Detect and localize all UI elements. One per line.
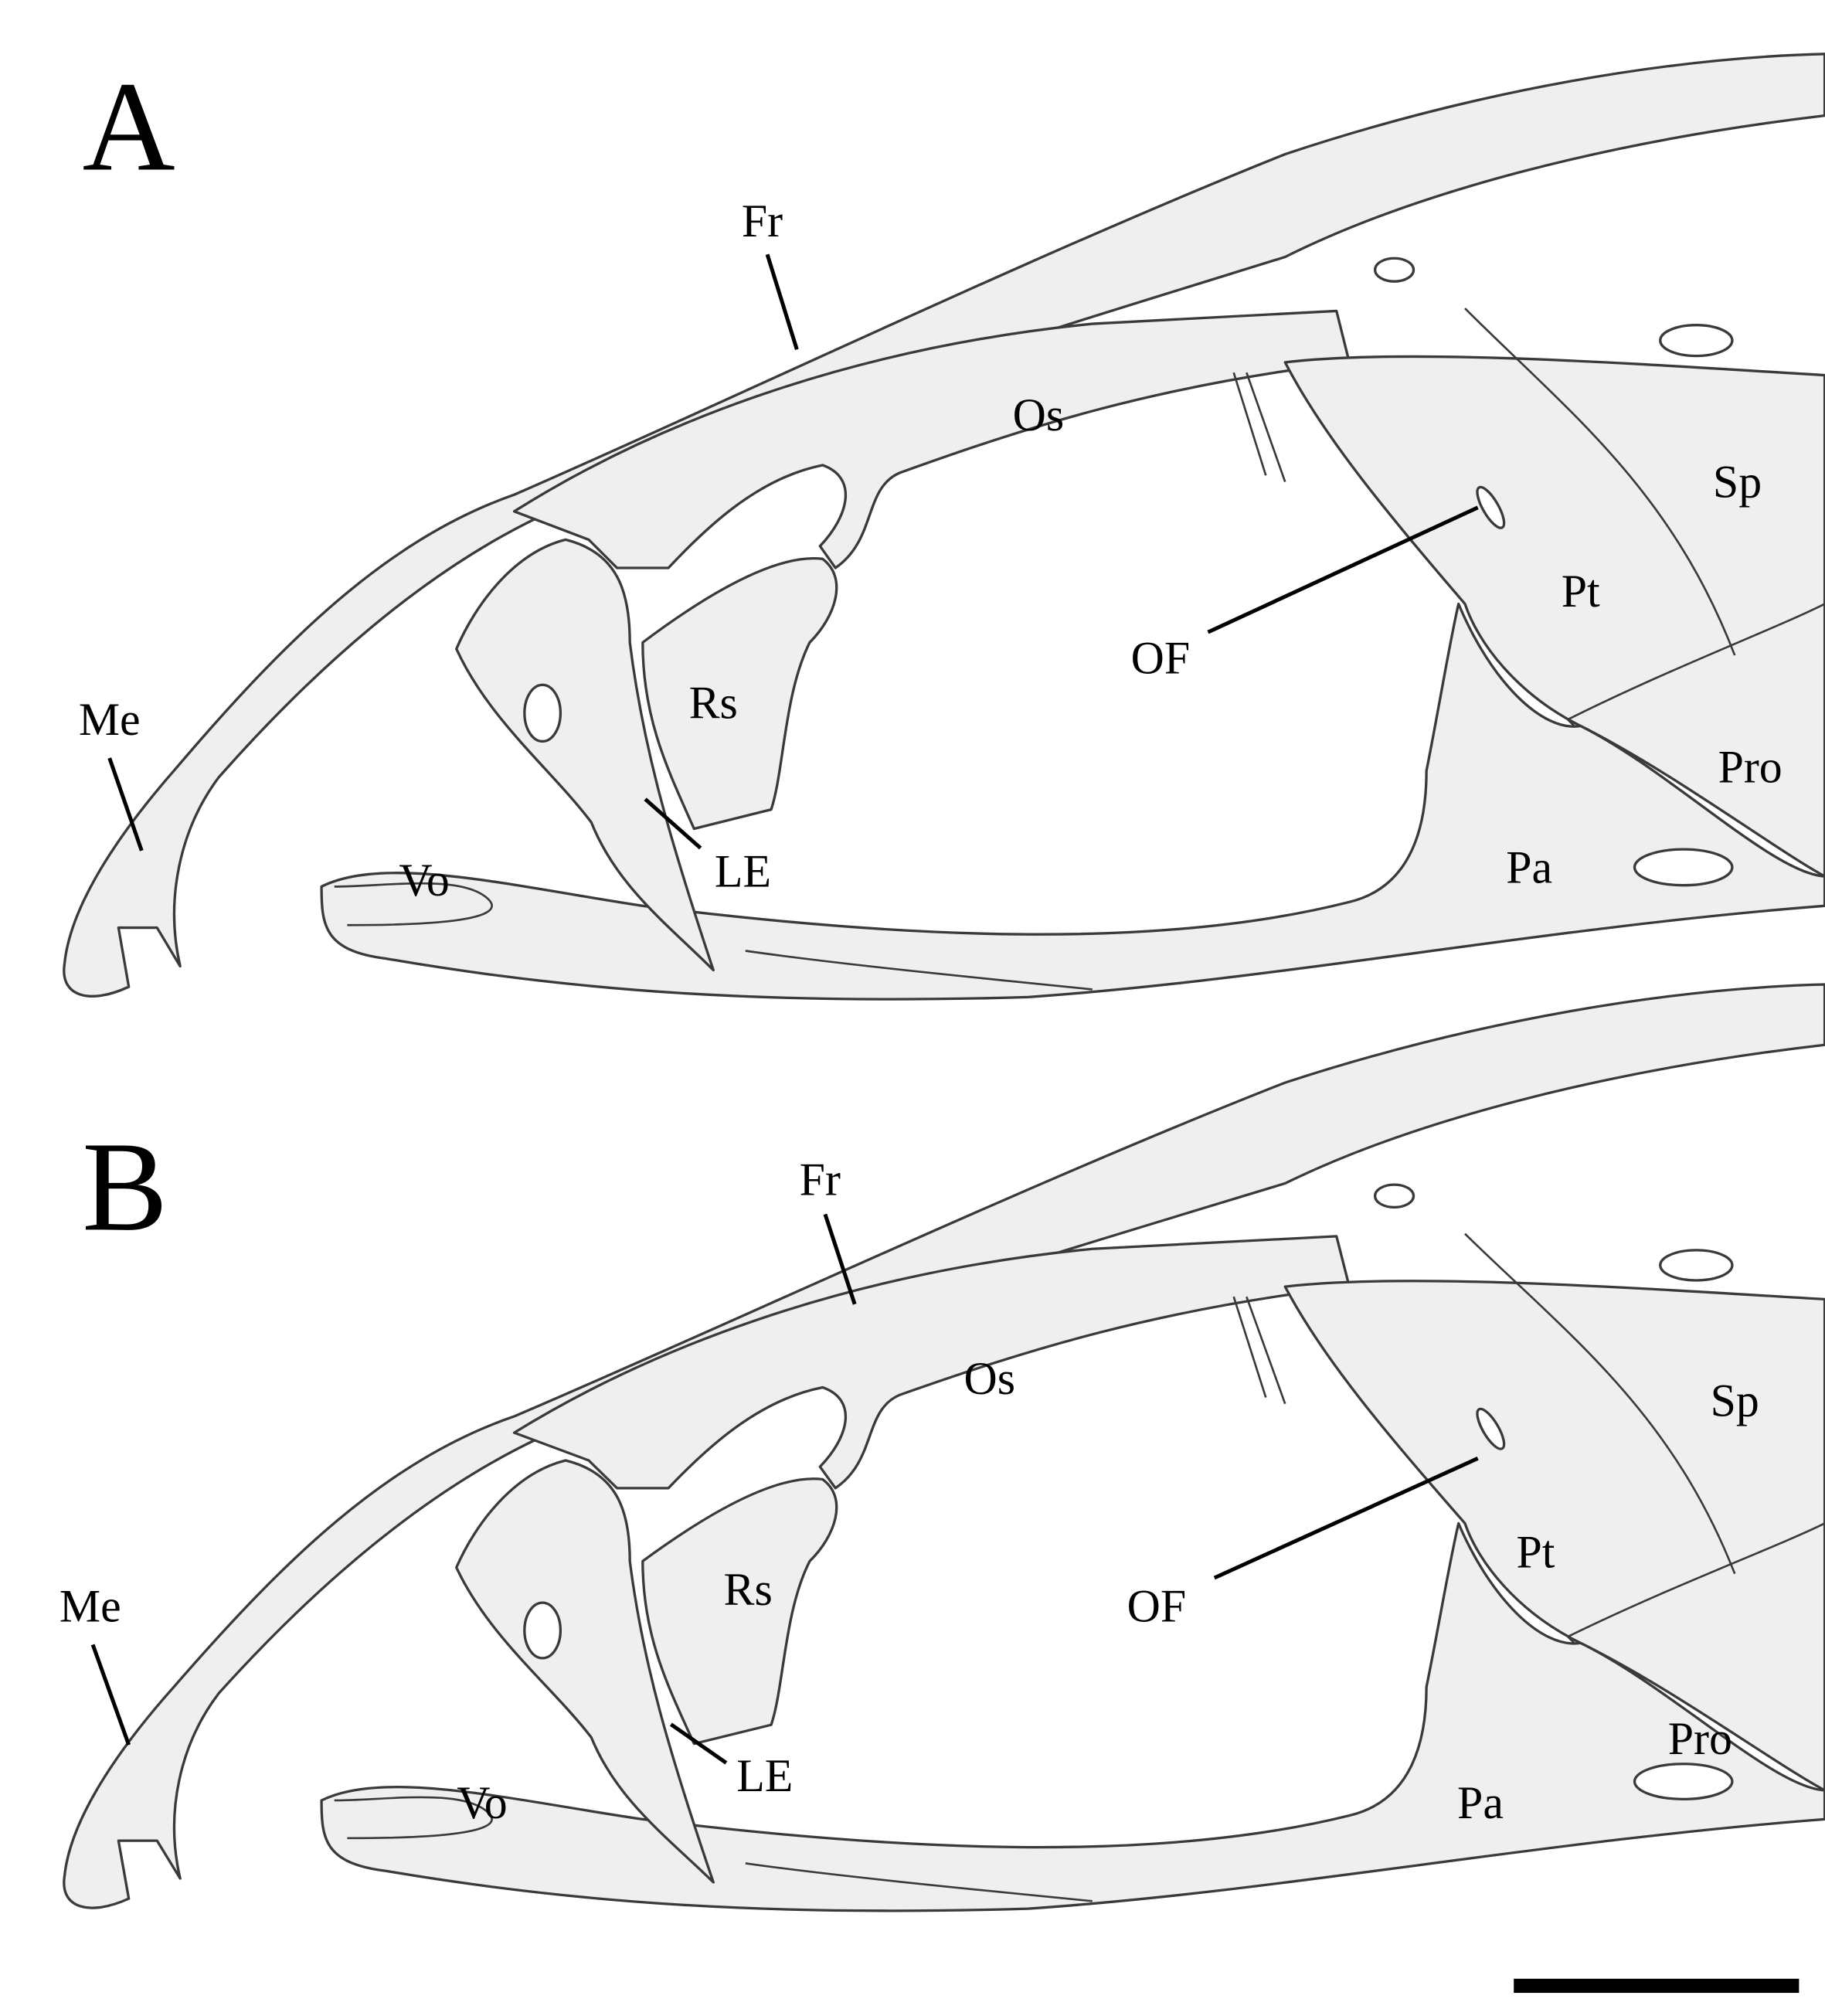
leader-fr	[765, 253, 799, 351]
label-pro: Pro	[1718, 742, 1783, 793]
label-rs: Rs	[724, 1564, 773, 1615]
label-me: Me	[59, 1581, 121, 1632]
label-of: OF	[1131, 632, 1191, 683]
leader-le	[644, 797, 702, 850]
scale-bar	[1514, 1978, 1800, 1994]
label-sp: Sp	[1711, 1375, 1759, 1426]
leader-le	[669, 1722, 728, 1765]
leader-fr	[823, 1213, 857, 1305]
label-le: LE	[715, 845, 771, 896]
label-le: LE	[736, 1750, 793, 1801]
label-os: Os	[964, 1353, 1016, 1404]
label-me: Me	[79, 694, 141, 745]
panel-letter-a: A	[83, 55, 175, 197]
label-vo: Vo	[457, 1777, 507, 1828]
label-fr: Fr	[800, 1154, 841, 1205]
leader-me	[90, 1644, 131, 1746]
panel-b: B Fr Os Sp Pt OF Rs Me LE Vo Pa Pro	[59, 983, 1825, 1912]
label-os: Os	[1013, 389, 1065, 440]
panel-letter-b: B	[82, 1115, 168, 1257]
label-pa: Pa	[1457, 1777, 1504, 1828]
skull-drawing-a	[63, 53, 1825, 1001]
label-pt: Pt	[1562, 566, 1600, 617]
label-pt: Pt	[1517, 1527, 1555, 1578]
leader-of	[1207, 505, 1479, 634]
panel-a: A Fr Os Sp Pt OF Rs Me LE Vo Pa Pro	[63, 53, 1825, 1001]
leader-me	[107, 757, 144, 852]
leader-of	[1213, 1457, 1479, 1580]
label-of: OF	[1127, 1581, 1187, 1632]
label-pa: Pa	[1506, 841, 1552, 892]
label-rs: Rs	[689, 678, 738, 729]
label-fr: Fr	[742, 195, 783, 246]
label-sp: Sp	[1713, 457, 1762, 508]
skull-drawing-b	[63, 983, 1825, 1912]
label-vo: Vo	[399, 855, 449, 906]
label-pro: Pro	[1668, 1713, 1732, 1764]
